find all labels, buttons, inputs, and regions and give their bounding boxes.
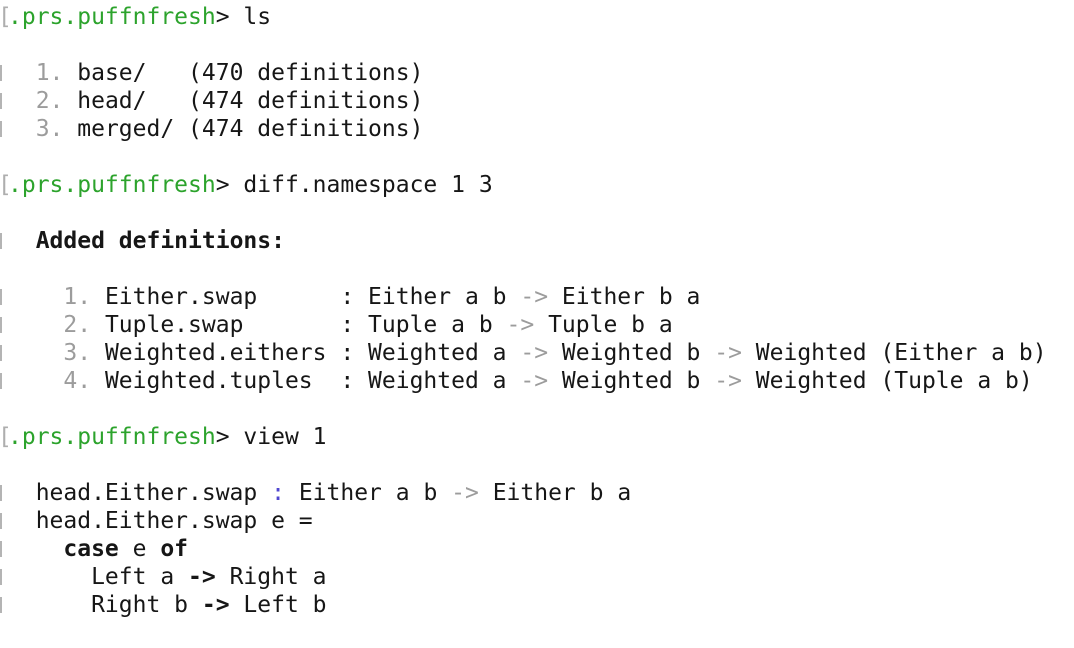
definition-signature: Weighted.tuples : Weighted a [91, 368, 521, 394]
prompt-namespace: .prs.puffnfresh [8, 4, 216, 30]
definition-signature: Weighted b [548, 368, 715, 394]
type-arrow: -> [520, 368, 549, 394]
signature-type: Either b a [478, 480, 632, 506]
pattern: Right b [8, 592, 202, 618]
blank-line [8, 395, 1074, 423]
pattern-arrow: -> [201, 592, 230, 618]
added-definitions-heading: Added definitions: [35, 228, 285, 254]
prompt-line-diff-namespace: [.prs.puffnfresh> diff.namespace 1 3 [0, 171, 1074, 199]
view-definition-row: head.Either.swap e = [0, 507, 1074, 535]
blank-line [8, 31, 1074, 59]
view-pattern-row: Right b -> Left b [0, 591, 1074, 619]
list-number: 3. [63, 340, 92, 366]
list-number: 4. [63, 368, 92, 394]
definition-signature: Weighted b [548, 340, 715, 366]
list-number: 1. [35, 60, 64, 86]
text-segment: e [118, 536, 161, 562]
prompt-caret: > [215, 424, 244, 450]
added-definition-row: 3. Weighted.eithers : Weighted a -> Weig… [0, 339, 1074, 367]
text-segment [8, 60, 36, 86]
list-number: 2. [63, 312, 92, 338]
pattern-result: Right a [215, 564, 327, 590]
signature-colon: : [271, 480, 285, 506]
prompt-caret: > [215, 4, 244, 30]
list-number: 1. [63, 284, 92, 310]
pattern-result: Left b [229, 592, 327, 618]
definition-signature: Weighted.eithers : Weighted a [91, 340, 521, 366]
pattern: Left a [8, 564, 189, 590]
added-definition-row: 1. Either.swap : Either a b -> Either b … [0, 283, 1074, 311]
added-definition-row: 2. Tuple.swap : Tuple a b -> Tuple b a [0, 311, 1074, 339]
prompt-caret: > [215, 172, 244, 198]
text-segment [8, 116, 36, 142]
definition-lhs: head.Either.swap e = [8, 508, 313, 534]
definition-signature: Tuple b a [534, 312, 673, 338]
type-arrow: -> [506, 312, 535, 338]
command-view: view 1 [243, 424, 327, 450]
blank-line [8, 255, 1074, 283]
term-name: head.Either.swap [8, 480, 272, 506]
prompt-line-view: [.prs.puffnfresh> view 1 [0, 423, 1074, 451]
blank-line [8, 199, 1074, 227]
text-segment [8, 536, 63, 562]
ls-result-row: 1. base/ (470 definitions) [0, 59, 1074, 87]
namespace-entry: merged/ (474 definitions) [63, 116, 424, 142]
command-diff-namespace: diff.namespace 1 3 [243, 172, 493, 198]
text-segment [8, 88, 36, 114]
pattern-arrow: -> [188, 564, 216, 590]
text-segment [8, 312, 63, 338]
added-definitions-heading-row: Added definitions: [0, 227, 1074, 255]
type-arrow: -> [520, 284, 549, 310]
namespace-entry: head/ (474 definitions) [63, 88, 424, 114]
cropped-bracket: [ [0, 171, 12, 199]
namespace-entry: base/ (470 definitions) [63, 60, 424, 86]
list-number: 3. [35, 116, 64, 142]
text-segment [8, 228, 36, 254]
definition-signature: Tuple.swap : Tuple a b [91, 312, 507, 338]
type-arrow: -> [714, 340, 742, 366]
prompt-namespace: .prs.puffnfresh [8, 424, 216, 450]
view-signature-row: head.Either.swap : Either a b -> Either … [0, 479, 1074, 507]
command-ls: ls [243, 4, 272, 30]
list-number: 2. [35, 88, 64, 114]
ls-result-row: 3. merged/ (474 definitions) [0, 115, 1074, 143]
type-arrow: -> [714, 368, 742, 394]
prompt-line-ls: [.prs.puffnfresh> ls [0, 3, 1074, 31]
blank-line [8, 143, 1074, 171]
definition-signature: Weighted (Tuple a b) [741, 368, 1033, 394]
blank-line [8, 451, 1074, 479]
keyword-case: case [63, 536, 119, 562]
text-segment [8, 340, 63, 366]
definition-signature: Weighted (Either a b) [741, 340, 1047, 366]
view-case-row: case e of [0, 535, 1074, 563]
cropped-bracket: [ [0, 423, 12, 451]
type-arrow: -> [451, 480, 479, 506]
keyword-of: of [160, 536, 189, 562]
signature-type: Either a b [284, 480, 452, 506]
definition-signature: Either b a [548, 284, 701, 310]
text-segment [8, 368, 63, 394]
ls-result-row: 2. head/ (474 definitions) [0, 87, 1074, 115]
view-pattern-row: Left a -> Right a [0, 563, 1074, 591]
prompt-namespace: .prs.puffnfresh [8, 172, 216, 198]
text-segment [8, 284, 63, 310]
added-definition-row: 4. Weighted.tuples : Weighted a -> Weigh… [0, 367, 1074, 395]
type-arrow: -> [520, 340, 549, 366]
definition-signature: Either.swap : Either a b [91, 284, 521, 310]
cropped-bracket: [ [0, 3, 12, 31]
